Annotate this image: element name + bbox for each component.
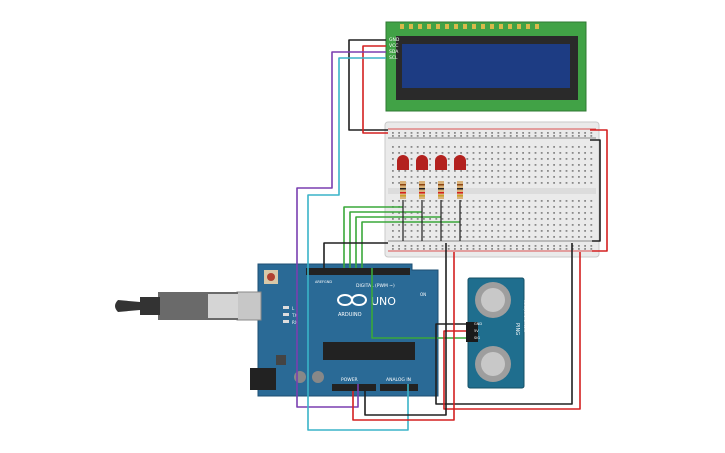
on-label: ON [420, 292, 426, 297]
wire-arduino-gnd [323, 242, 388, 268]
wire-led3 [355, 216, 441, 268]
arduino-brand: ARDUINO [338, 312, 362, 318]
analog-header-label: ANALOG IN [386, 377, 411, 383]
lcd-pin-sda: SDA [389, 49, 399, 55]
usb-cable [115, 292, 238, 320]
led-group [397, 155, 466, 199]
ultrasonic-caption: www.parallax.com [523, 300, 527, 333]
wire-lcd-gnd [348, 39, 388, 131]
wire-arduino-5v [352, 252, 455, 421]
digital-header-label: DIGITAL (PWM ~) [356, 283, 395, 289]
rx-label: RX [292, 320, 298, 325]
digital-header [306, 268, 410, 275]
wire-led4 [361, 221, 460, 268]
atmega-chip [323, 342, 415, 360]
breadboard[interactable] [384, 121, 600, 258]
wire-arduino-gnd2 [364, 243, 447, 416]
power-jack [250, 368, 276, 390]
reset-button-cap[interactable] [267, 273, 275, 281]
wire-ultrasonic-5v [443, 252, 581, 410]
ultrasonic-name: PING [514, 323, 520, 335]
lcd-screen [402, 44, 570, 88]
led-2 [416, 155, 428, 199]
resistor-3 [438, 181, 444, 199]
led-1 [397, 155, 409, 199]
lcd-pin-labels: GND VCC SDA SCL [389, 37, 400, 61]
led-3 [435, 155, 447, 199]
gnd-label: GND [324, 280, 332, 284]
arduino-model: UNO [371, 295, 396, 308]
usb-connector [236, 291, 262, 321]
wire-lcd-sda [296, 51, 386, 408]
arduino-uno[interactable]: ARDUINO UNO DIGITAL (PWM ~) POWER ANALOG… [236, 263, 439, 397]
l-label: L [292, 306, 295, 311]
lcd-pin-scl: SCL [389, 55, 398, 61]
resistor-1 [400, 181, 406, 199]
ultrasonic-pin-sig: SIG [474, 336, 480, 340]
ultrasonic-pin-gnd: GND [474, 322, 482, 326]
resistor-4 [457, 181, 463, 199]
aref-label: AREF [315, 280, 324, 284]
power-header [332, 384, 376, 391]
wire-lcd-scl [307, 57, 409, 431]
wire-ultrasonic-sig [371, 268, 466, 339]
breadboard-holes [392, 132, 593, 250]
wire-lcd-vcc [362, 45, 388, 134]
wires [296, 39, 608, 431]
wire-led1 [343, 206, 403, 268]
wire-led2 [349, 211, 422, 268]
power-header-label: POWER [341, 377, 358, 383]
tx-label: TX [291, 313, 297, 318]
resistor-2 [419, 181, 425, 199]
wire-rail-right-red [590, 129, 608, 252]
lcd-module[interactable]: GND VCC SDA SCL [385, 21, 587, 112]
arduino-logo [337, 294, 367, 306]
wire-rail-right-black [590, 139, 601, 242]
analog-header [380, 384, 418, 391]
ultrasonic-pin-5v: 5V [474, 329, 479, 333]
lcd-pin-vcc: VCC [389, 43, 398, 49]
lcd-top-pins [400, 24, 539, 29]
led-4 [454, 155, 466, 199]
lcd-pin-gnd: GND [389, 37, 400, 43]
ultrasonic-sensor[interactable]: GND 5V SIG PING www.parallax.com [466, 277, 527, 389]
